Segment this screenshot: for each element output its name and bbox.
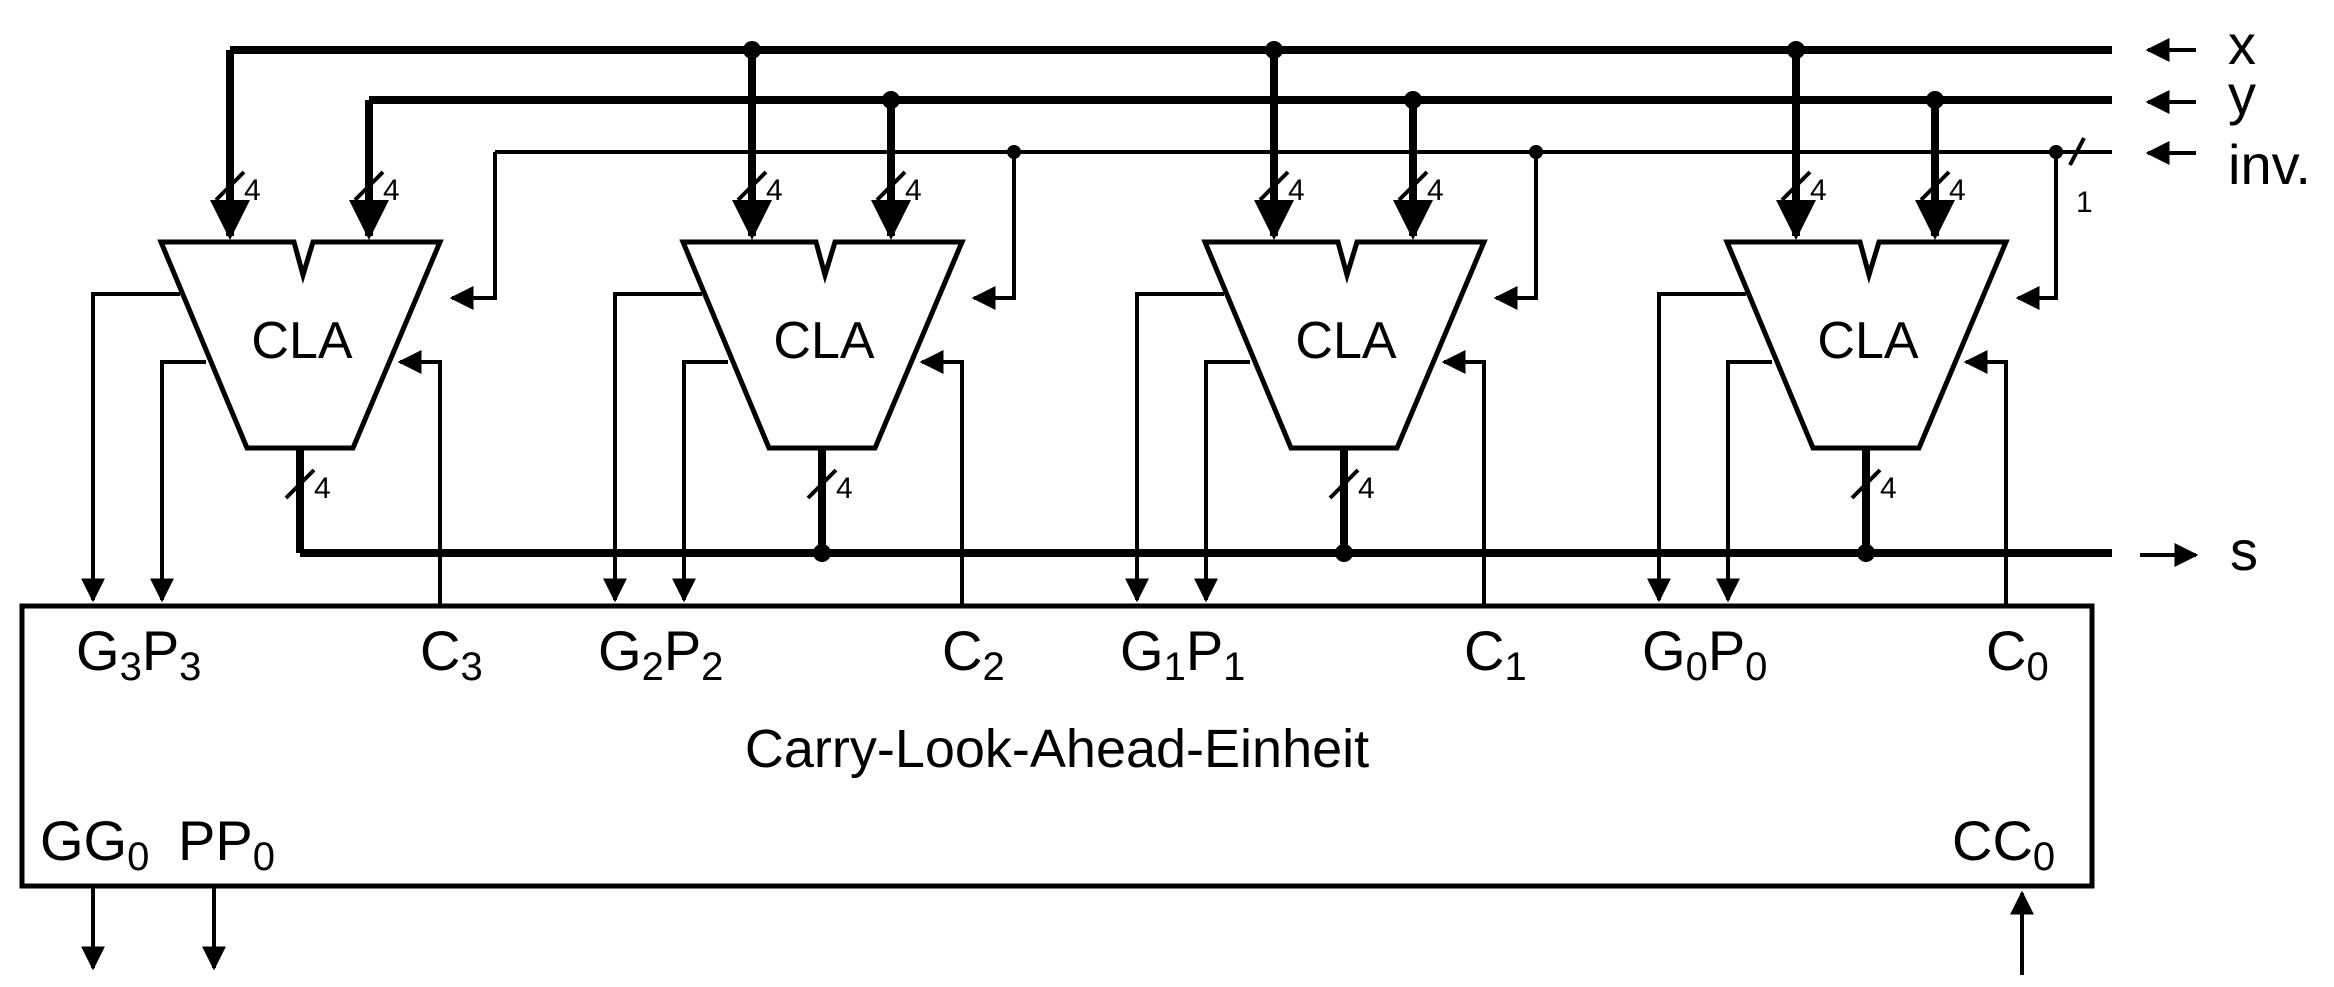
y-junction-1 — [1404, 91, 1422, 109]
y-junction-2 — [882, 91, 900, 109]
y-width-2-slash — [875, 170, 907, 202]
g-output-3 — [81, 292, 180, 603]
inv-input-2 — [971, 152, 1016, 310]
y-junction-0 — [1926, 91, 1944, 109]
c-label-3: C3 — [420, 619, 483, 689]
x-label: x — [2228, 13, 2256, 76]
cc0-label: CC0 — [1952, 809, 2055, 879]
x-width-3-label: 4 — [244, 174, 261, 207]
gp-label-1: G1P1 — [1120, 619, 1245, 689]
gp-label-2: G2P2 — [598, 619, 723, 689]
carry-look-ahead-title: Carry-Look-Ahead-Einheit — [745, 719, 1369, 779]
cla-block-3 — [157, 239, 444, 451]
g-output-2 — [603, 292, 702, 603]
y-width-3-slash — [353, 170, 385, 202]
x-junction-0 — [1787, 41, 1805, 59]
gp-label-0: G0P0 — [1642, 619, 1767, 689]
carry-look-ahead-unit — [19, 603, 2095, 889]
y-width-1-label: 4 — [1427, 174, 1444, 207]
s-width-2-slash — [806, 468, 838, 500]
c-input-0 — [1963, 350, 2008, 606]
s-width-1-label: 4 — [1358, 472, 1375, 505]
c-input-3 — [397, 350, 442, 606]
x-width-0-slash — [1780, 170, 1812, 202]
s-junction-1 — [1335, 544, 1353, 562]
x-junction-2 — [743, 41, 761, 59]
x-width-1-slash — [1258, 170, 1290, 202]
inv-width-label: 1 — [2076, 186, 2093, 219]
gp-label-3: G3P3 — [76, 619, 201, 689]
y-label: y — [2228, 63, 2256, 126]
gg0-label: GG0 — [40, 809, 149, 879]
inv-junction-2 — [1007, 145, 1021, 159]
inv-junction-0 — [2049, 145, 2063, 159]
s-junction-2 — [813, 544, 831, 562]
pp0-label: PP0 — [178, 809, 275, 879]
c-input-1 — [1441, 350, 1486, 606]
s-width-3-slash — [284, 468, 316, 500]
c-label-2: C2 — [942, 619, 1005, 689]
x-width-1-label: 4 — [1288, 174, 1305, 207]
inv-input-1 — [1493, 152, 1538, 310]
x-width-0-label: 4 — [1810, 174, 1827, 207]
s-width-2-label: 4 — [836, 472, 853, 505]
p-output-0 — [1716, 360, 1772, 603]
s-width-0-label: 4 — [1880, 472, 1897, 505]
inv-input-0 — [2015, 152, 2058, 310]
s-width-3-label: 4 — [314, 472, 331, 505]
g-output-1 — [1125, 292, 1224, 603]
g-output-0 — [1647, 292, 1746, 603]
x-junction-1 — [1265, 41, 1283, 59]
y-width-0-slash — [1919, 170, 1951, 202]
cla-block-2 — [679, 239, 966, 451]
inv-junction-1 — [1529, 145, 1543, 159]
s-width-1-slash — [1328, 468, 1360, 500]
s-label: s — [2230, 519, 2258, 582]
inv-input-3 — [449, 152, 497, 310]
inv-width-slash — [2068, 137, 2086, 166]
x-width-2-slash — [736, 170, 768, 202]
s-junction-0 — [1857, 544, 1875, 562]
p-output-2 — [672, 360, 728, 603]
c-label-0: C0 — [1986, 619, 2049, 689]
c-label-1: C1 — [1464, 619, 1527, 689]
y-width-3-label: 4 — [383, 174, 400, 207]
cla-label-0: CLA — [1817, 312, 1918, 370]
inv-label: inv. — [2228, 133, 2311, 196]
cla-label-2: CLA — [773, 312, 874, 370]
cla-label-1: CLA — [1295, 312, 1396, 370]
x-width-2-label: 4 — [766, 174, 783, 207]
y-width-2-label: 4 — [905, 174, 922, 207]
cla-label-3: CLA — [251, 312, 352, 370]
cla-block-1 — [1201, 239, 1488, 451]
c-input-2 — [919, 350, 964, 606]
y-width-0-label: 4 — [1949, 174, 1966, 207]
x-width-3-slash — [214, 170, 246, 202]
p-output-3 — [150, 360, 206, 603]
s-width-0-slash — [1850, 468, 1882, 500]
y-width-1-slash — [1397, 170, 1429, 202]
cla-block-0 — [1723, 239, 2010, 451]
p-output-1 — [1194, 360, 1250, 603]
